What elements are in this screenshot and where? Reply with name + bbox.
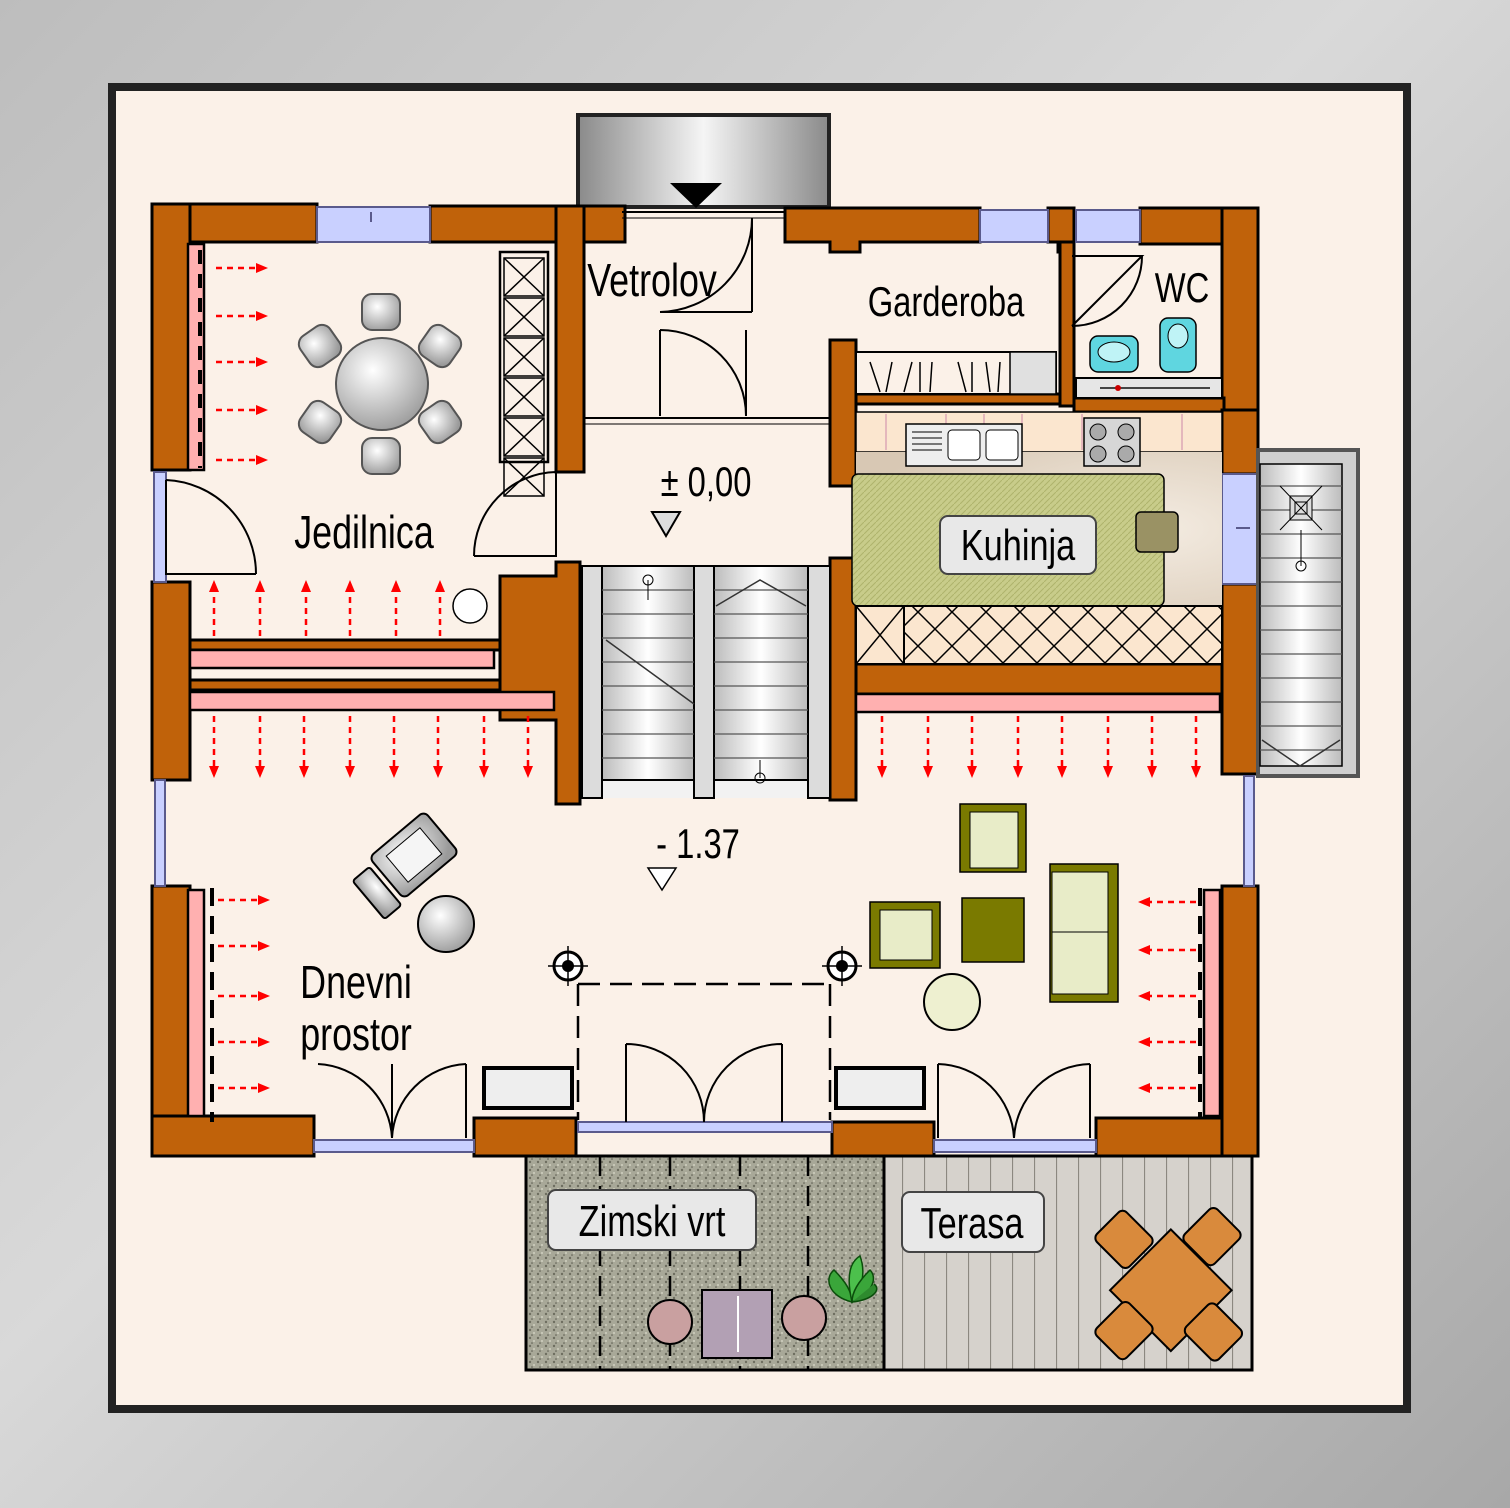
main-staircase	[581, 565, 831, 799]
wall-heating	[186, 242, 1222, 1122]
plant-icon	[828, 1254, 878, 1304]
entrance-arrow-icon	[670, 183, 722, 208]
terasa-badge	[901, 1191, 1045, 1253]
room-label-vetrolov: Vetrolov	[587, 255, 717, 306]
wc-fixtures	[1075, 317, 1223, 399]
room-label-terasa: Terasa	[921, 1199, 1024, 1248]
room-label-jedilnica: Jedilnica	[294, 507, 434, 558]
structural-columns	[548, 946, 862, 1120]
dining-table-set	[297, 293, 488, 624]
bench-right	[834, 1066, 926, 1110]
living-right-furniture	[869, 803, 1119, 1031]
walls	[150, 202, 1260, 1158]
side-staircase	[1256, 448, 1360, 778]
dining-cabinet	[498, 250, 550, 497]
room-label-kuhinja: Kuhinja	[961, 521, 1075, 570]
windows	[153, 206, 1259, 1153]
wardrobe	[855, 351, 1057, 395]
room-label-prostor: prostor	[300, 1009, 412, 1060]
living-left-furniture	[352, 812, 475, 953]
heat-flow-arrows	[209, 263, 1201, 1093]
kuhinja-badge	[939, 515, 1097, 575]
winter-garden	[524, 1154, 886, 1372]
room-label-garderoba: Garderoba	[868, 278, 1025, 325]
room-label-wc: WC	[1155, 264, 1210, 311]
room-label-dnevni: Dnevni	[300, 957, 412, 1008]
zimski-vrt-badge	[547, 1189, 757, 1251]
bench-left	[482, 1066, 574, 1110]
room-label-zimski-vrt: Zimski vrt	[579, 1197, 726, 1246]
level-label-upper: ± 0,00	[661, 458, 752, 505]
level-triangle-lower-icon	[646, 867, 678, 892]
doors	[165, 217, 1145, 1139]
level-label-lower: - 1.37	[656, 820, 740, 867]
level-triangle-upper-icon	[650, 511, 682, 538]
terrace	[882, 1154, 1254, 1372]
